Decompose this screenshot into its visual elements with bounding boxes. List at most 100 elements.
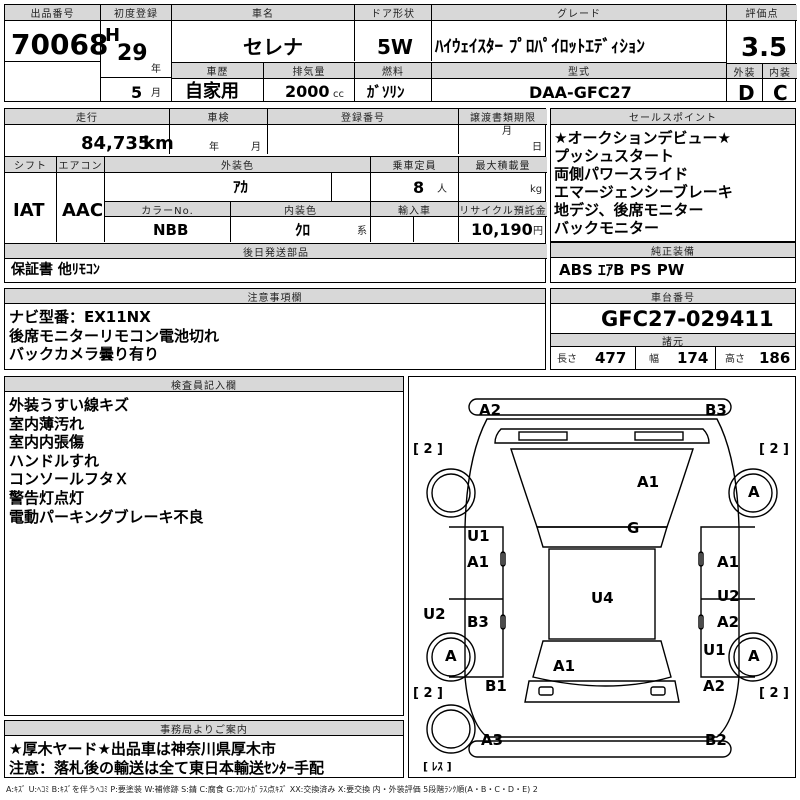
recycle-label: リサイクル預託金 [459,202,547,217]
note-item: ナビ型番：EX11NX [9,308,151,326]
damage-mark: A1 [717,553,740,571]
inspector-item: 室内薄汚れ [9,414,85,433]
inspector-item: ハンドルすれ [9,451,100,470]
model: DAA-GFC27 [529,83,632,102]
color-no-label: カラーNo. [105,202,230,217]
sales-item: エマージェンシーブレーキ [554,183,733,201]
damage-mark: U1 [467,527,490,545]
car-diagram: A2 B3 A1 A G U1 A1 A1 U2 U4 U2 B3 A2 A U… [408,376,796,778]
length: 477 [595,349,627,367]
load-unit: kg [530,184,543,195]
reg-month: 5 [131,83,143,102]
inspector-item: 警告灯点灯 [9,488,85,507]
office-label: 事務局よりご案内 [5,721,403,736]
chassis-number: GFC27-029411 [601,307,774,331]
score-label: 評価点 [727,5,797,21]
note-item: 後席モニターリモコン電池切れ [9,326,220,345]
length-label: 長さ [557,354,577,365]
tire-tread: [ 2 ] [413,442,443,457]
damage-mark: A [748,647,760,665]
inspector-item: 電動パーキングブレーキ不良 [9,507,204,526]
damage-mark: A1 [637,473,660,491]
color-no: NBB [153,221,189,239]
sales-item: ★オークションデビュー★ [554,129,731,147]
ac-label: エアコン [57,157,104,173]
width-label: 幅 [649,354,659,365]
mileage-label: 走行 [5,109,169,125]
office-item: ★厚木ヤード★出品車は神奈川県厚木市 [9,740,276,758]
score: 3.5 [741,33,788,63]
sales-points: セールスポイント ★オークションデビュー★ プッシュスタート 両側パワースライド… [550,108,796,242]
color-label: 外装色 [105,157,370,173]
damage-mark: G [627,519,640,537]
door-label: ドア形状 [355,5,431,21]
legend: A:ｷｽﾞ U:ﾍｺﾐ B:ｷｽﾞを伴うﾍｺﾐ P:要塗装 W:補修跡 S:錆 … [6,785,538,794]
inspection-month-unit: 月 [251,142,261,153]
damage-mark: U2 [717,587,740,605]
int-color-unit: 系 [357,226,367,237]
import-label: 輸入車 [371,202,458,217]
inspector-item: コンソールフタＸ [9,470,130,489]
car-name: セレナ [243,35,303,59]
color: ｱｶ [233,178,249,196]
tire-tread: [ ﾚｽ ] [423,760,452,773]
load-label: 最大積載量 [459,157,547,173]
note-item: バックカメラ曇り有り [9,345,160,364]
damage-mark: A1 [553,657,576,675]
inspection-label: 車検 [170,109,267,125]
int-color: ｸﾛ [295,221,311,239]
damage-mark: A2 [717,613,740,631]
first-reg-label: 初度登録 [101,5,171,21]
notes-label: 注意事項欄 [5,289,545,304]
exterior-score: D [738,81,755,105]
tire-tread: [ 2 ] [413,686,443,701]
chassis-section: 車台番号 GFC27-029411 諸元 長さ 477 幅 174 高さ 186 [550,288,796,370]
equipment: 純正装備 ABS ｴｱB PS PW [550,242,796,283]
lot-label: 出品番号 [5,5,100,21]
later-parts-label: 後日発送部品 [5,244,547,259]
seats-unit: 人 [437,184,447,195]
spec-label: 諸元 [551,333,795,348]
inspector-item: 室内内張傷 [9,433,85,452]
displacement: 2000 [285,82,330,101]
month-unit: 月 [151,88,161,99]
grade: ﾊｲｳｪｲｽﾀｰ ﾌﾟﾛﾊﾟｲﾛｯﾄｴﾃﾞｨｼｮﾝ [435,37,645,57]
damage-mark: U1 [703,641,726,659]
notes-section: 注意事項欄 ナビ型番：EX11NX 後席モニターリモコン電池切れ バックカメラ曇… [4,288,546,370]
shift: IAT [13,200,45,221]
displacement-unit: cc [333,89,344,100]
damage-mark: A3 [481,731,504,749]
model-label: 型式 [432,63,726,79]
transfer-label: 譲渡書類期限 [459,109,547,125]
recycle-fee: 10,190 [471,220,533,239]
damage-mark: U4 [591,589,614,607]
inspector-section: 検査員記入欄 外装うすい線キズ 室内薄汚れ 室内内張傷 ハンドルすれ コンソール… [4,376,404,716]
fuel-label: 燃料 [355,63,431,79]
sales-item: 両側パワースライド [554,165,689,183]
header-section: 出品番号 70068 初度登録 H 29 年 5 月 車名 セレナ ドア形状 5… [4,4,797,105]
interior-label: 内装 [763,64,797,79]
transfer-day-unit: 日 [532,142,542,153]
recycle-unit: 円 [533,226,543,237]
damage-mark: A2 [479,401,502,419]
damage-mark: B3 [705,401,727,419]
damage-mark: U2 [423,605,446,623]
later-parts: 保証書 他ﾘﾓｺﾝ [11,262,100,278]
year-unit: 年 [151,64,161,75]
ac: AAC [62,200,104,221]
tire-tread: [ 2 ] [759,442,789,457]
equipment-label: 純正装備 [551,243,795,258]
fuel: ｶﾞｿﾘﾝ [367,83,405,101]
interior-score: C [773,81,788,105]
grade-label: グレード [432,5,726,21]
sales-item: プッシュスタート [554,147,675,165]
damage-mark: B2 [705,731,727,749]
car-name-label: 車名 [172,5,354,21]
inspection-year-unit: 年 [209,142,219,153]
damage-mark: A [748,483,760,501]
damage-mark: A1 [467,553,490,571]
sales-item: バックモニター [554,219,660,237]
damage-mark: B1 [485,677,507,695]
seats: 8 [413,178,425,197]
height: 186 [759,349,791,367]
